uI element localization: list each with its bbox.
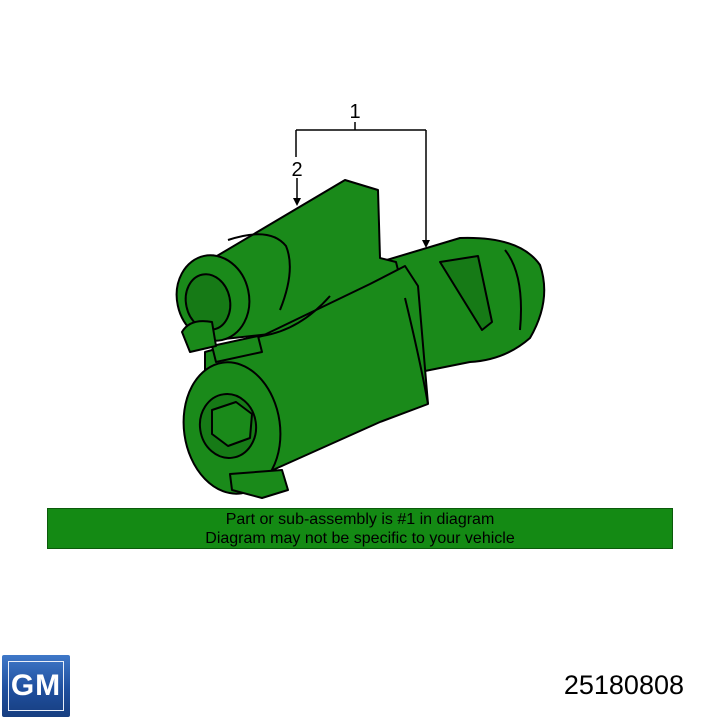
gm-logo-text: GM — [10, 669, 62, 702]
part-number: 25180808 — [563, 670, 684, 700]
callout-1: 1 — [349, 101, 360, 123]
starter-motor — [175, 179, 546, 499]
banner-line-1: Part or sub-assembly is #1 in diagram — [225, 510, 495, 528]
callout-arrowheads — [293, 198, 430, 248]
banner-line-2: Diagram may not be specific to your vehi… — [205, 529, 515, 547]
mounting-bracket — [211, 335, 263, 363]
info-banner: Part or sub-assembly is #1 in diagram Di… — [47, 508, 673, 549]
pinion-nut — [211, 401, 253, 447]
terminal-foot — [229, 469, 289, 499]
gm-logo-frame: GM — [8, 661, 64, 711]
callout-2: 2 — [291, 159, 302, 181]
gm-logo: GM — [2, 655, 70, 717]
callout-leaders — [295, 122, 427, 242]
